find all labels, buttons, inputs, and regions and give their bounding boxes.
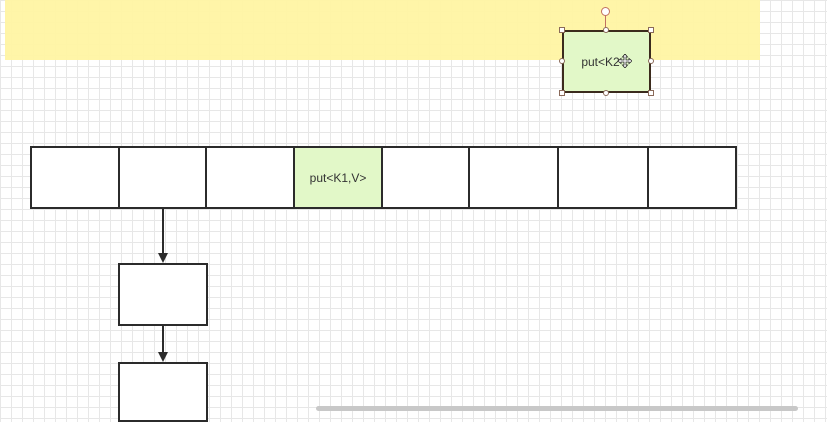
resize-handle-top-right[interactable] [648, 27, 654, 33]
list-node-1[interactable] [118, 263, 208, 326]
selected-shape-label: put<K2 [581, 54, 620, 69]
array-cell-2[interactable] [205, 146, 295, 209]
horizontal-scrollbar[interactable] [316, 406, 798, 411]
resize-handle-bottom-left[interactable] [559, 90, 565, 96]
resize-handle-bottom[interactable] [603, 90, 609, 96]
resize-handle-top-left[interactable] [559, 27, 565, 33]
resize-handle-bottom-right[interactable] [648, 90, 654, 96]
move-cursor-icon [618, 54, 632, 68]
rotation-stem [605, 16, 606, 29]
rotate-handle[interactable] [601, 7, 610, 16]
array-cell-4[interactable] [381, 146, 470, 209]
resize-handle-top[interactable] [603, 27, 609, 33]
arrowhead-1 [158, 253, 168, 263]
array-cell-5[interactable] [468, 146, 559, 209]
array-cell-6[interactable] [557, 146, 649, 209]
array-cell-0[interactable] [30, 146, 120, 209]
selected-shape-put-k2[interactable]: put<K2 [562, 30, 651, 93]
array-cell-7[interactable] [647, 146, 737, 209]
array-cell-1[interactable] [118, 146, 207, 209]
array-cell-put-k1[interactable]: put<K1,V> [293, 146, 383, 209]
arrowhead-2 [158, 352, 168, 362]
connector-arrows [158, 209, 168, 362]
resize-handle-right[interactable] [648, 58, 654, 64]
resize-handle-left[interactable] [559, 58, 565, 64]
